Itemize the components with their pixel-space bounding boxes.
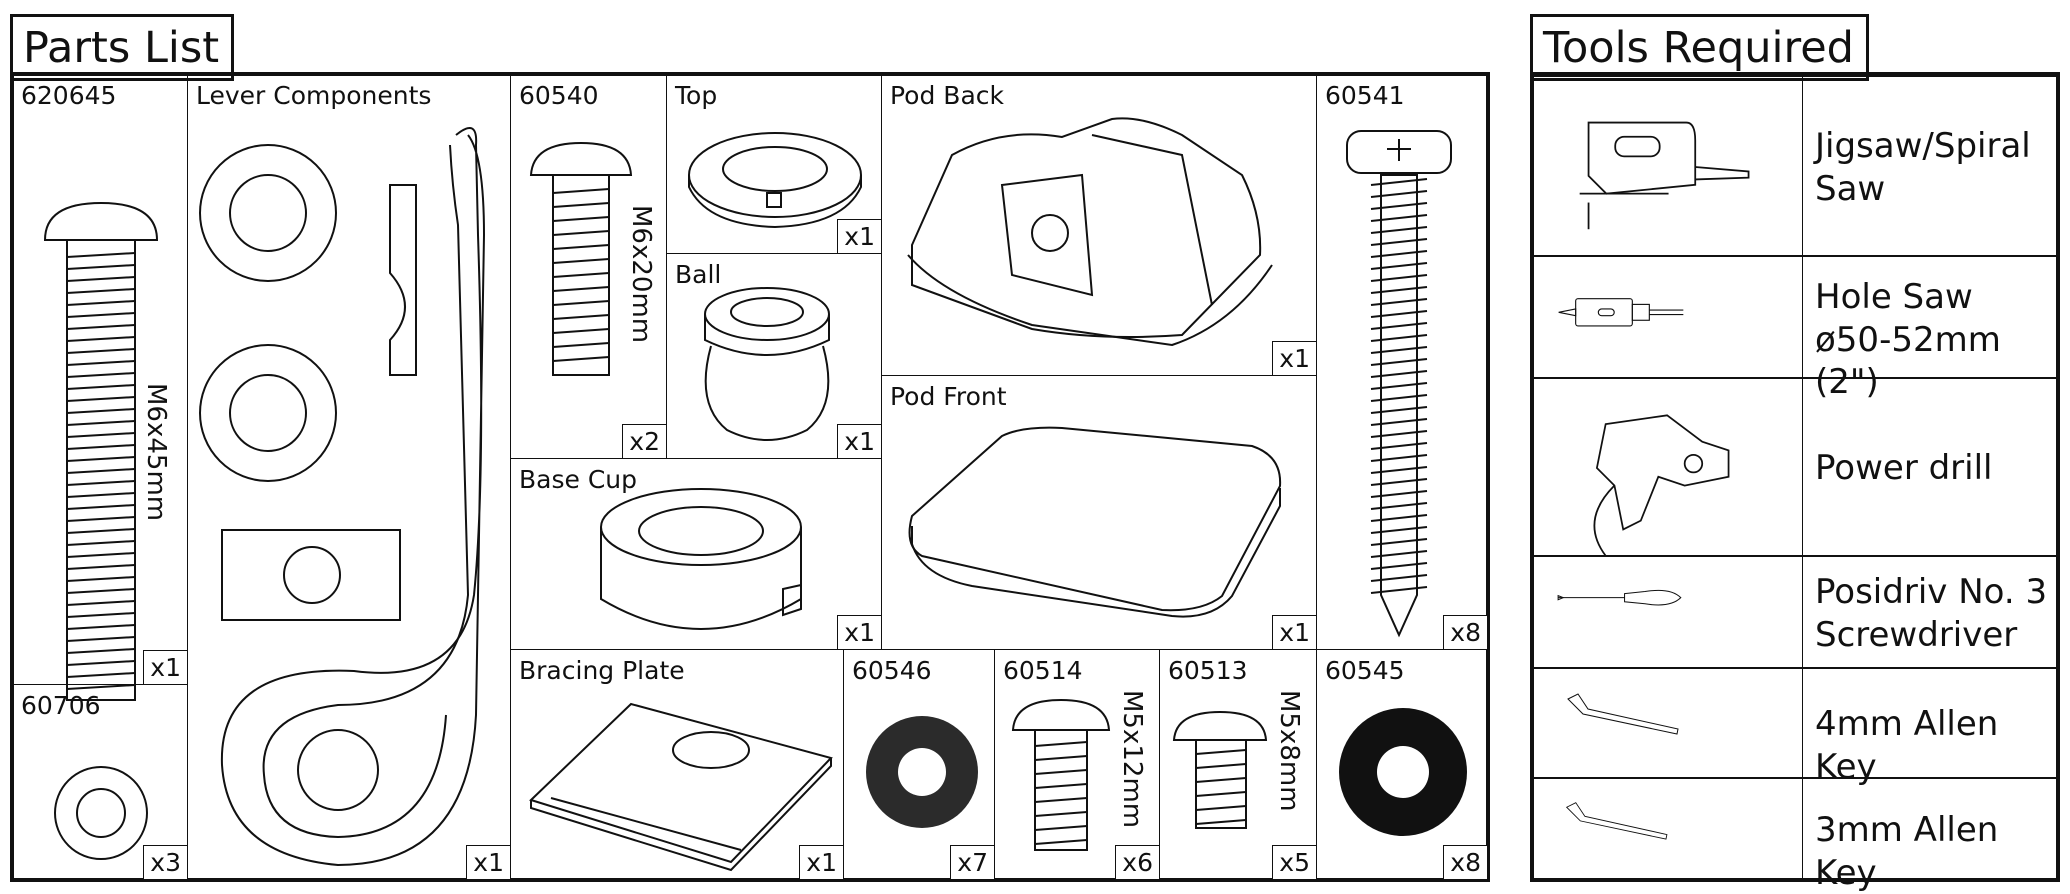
tool-row: Hole Saw ø50-52mm (2") bbox=[1532, 256, 2058, 402]
tool-icon-cell bbox=[1533, 779, 1803, 881]
tool-icon-cell bbox=[1533, 669, 1803, 779]
lever-components-cell: Lever Components x1 bbox=[187, 74, 511, 880]
part-bracing-plate-cell: Bracing Plate x1 bbox=[510, 649, 844, 880]
quantity: x1 bbox=[837, 615, 881, 649]
bolt-m5x12-icon bbox=[1011, 698, 1111, 851]
part-base-cup-cell: Base Cup x1 bbox=[510, 458, 882, 650]
bolt-m6x45-icon bbox=[43, 201, 159, 701]
part-size: M6x45mm bbox=[141, 383, 171, 522]
allen-key-icon bbox=[1565, 802, 1668, 840]
part-60540-cell: 60540 M6x20mm x2 bbox=[510, 74, 667, 459]
part-name: Base Cup bbox=[519, 465, 637, 494]
quantity: x1 bbox=[799, 845, 843, 879]
part-name: Pod Front bbox=[890, 382, 1007, 411]
top-ring-icon bbox=[688, 132, 862, 229]
part-size: M5x12mm bbox=[1117, 690, 1147, 829]
tool-row: 3mm Allen Key bbox=[1532, 778, 2058, 893]
part-60514-cell: 60514 M5x12mm x6 bbox=[994, 649, 1160, 880]
quantity: x1 bbox=[143, 650, 187, 684]
black-washer-large-icon bbox=[1339, 708, 1467, 836]
part-60545-cell: 60545 x8 bbox=[1316, 649, 1488, 880]
part-60706-cell: 60706 x3 bbox=[12, 684, 188, 880]
part-name: Top bbox=[675, 81, 718, 110]
allen-key-icon bbox=[1567, 693, 1679, 735]
quantity: x2 bbox=[622, 424, 666, 458]
pod-front-icon bbox=[908, 426, 1282, 618]
bolt-m5x8-icon bbox=[1172, 710, 1268, 829]
bracing-plate-icon bbox=[529, 702, 833, 872]
jigsaw-icon bbox=[1579, 121, 1750, 230]
tools-required-title: Tools Required bbox=[1530, 14, 1869, 81]
tool-row: Posidriv No. 3 Screwdriver bbox=[1532, 556, 2058, 669]
part-number: 60541 bbox=[1325, 81, 1405, 110]
pod-back-icon bbox=[907, 117, 1273, 347]
tool-icon-cell bbox=[1533, 257, 1803, 379]
black-washer-icon bbox=[866, 716, 978, 828]
tool-row: Jigsaw/Spiral Saw bbox=[1532, 76, 2058, 257]
part-name: Pod Back bbox=[890, 81, 1004, 110]
part-pod-back-cell: Pod Back x1 bbox=[881, 74, 1317, 376]
washer-icon bbox=[54, 766, 148, 860]
tool-icon-cell bbox=[1533, 379, 1803, 557]
quantity: x1 bbox=[1272, 615, 1316, 649]
tool-name: 3mm Allen Key bbox=[1815, 810, 1999, 893]
part-620645-cell: 620645 M6x45mm x1 bbox=[12, 74, 188, 701]
part-number: 60706 bbox=[21, 691, 101, 720]
part-60541-cell: 60541 x8 bbox=[1316, 74, 1488, 650]
part-size: M5x8mm bbox=[1274, 690, 1304, 812]
part-name: Ball bbox=[675, 260, 722, 289]
quantity: x6 bbox=[1115, 845, 1159, 879]
part-60546-cell: 60546 x7 bbox=[843, 649, 995, 880]
quantity: x7 bbox=[950, 845, 994, 879]
part-name: Lever Components bbox=[196, 81, 432, 110]
part-number: 60546 bbox=[852, 656, 932, 685]
part-number: 620645 bbox=[21, 81, 117, 110]
base-cup-icon bbox=[600, 488, 802, 630]
tool-icon-cell bbox=[1533, 77, 1803, 257]
tool-name: Hole Saw ø50-52mm (2") bbox=[1815, 277, 2001, 402]
quantity: x5 bbox=[1272, 845, 1316, 879]
part-number: 60540 bbox=[519, 81, 599, 110]
tool-name: Posidriv No. 3 Screwdriver bbox=[1815, 572, 2048, 655]
part-pod-front-cell: Pod Front x1 bbox=[881, 375, 1317, 650]
bolt-m6x20-icon bbox=[529, 141, 633, 376]
part-top-cell: Top x1 bbox=[666, 74, 882, 254]
parts-list-title: Parts List bbox=[10, 14, 235, 81]
part-number: 60513 bbox=[1168, 656, 1248, 685]
tool-row: Power drill bbox=[1532, 378, 2058, 557]
tool-row: 4mm Allen Key bbox=[1532, 668, 2058, 787]
part-size: M6x20mm bbox=[626, 205, 656, 344]
hole-saw-icon bbox=[1558, 298, 1684, 327]
quantity: x1 bbox=[466, 845, 510, 879]
quantity: x1 bbox=[837, 219, 881, 253]
quantity: x3 bbox=[143, 845, 187, 879]
quantity: x1 bbox=[1272, 341, 1316, 375]
tool-icon-cell bbox=[1533, 557, 1803, 669]
part-number: 60514 bbox=[1003, 656, 1083, 685]
quantity: x1 bbox=[837, 424, 881, 458]
ball-icon bbox=[704, 287, 830, 441]
part-60513-cell: 60513 M5x8mm x5 bbox=[1159, 649, 1317, 880]
quantity: x8 bbox=[1443, 615, 1487, 649]
self-tapping-screw-icon bbox=[1346, 130, 1452, 638]
tool-name: Jigsaw/Spiral Saw bbox=[1815, 126, 2031, 209]
quantity: x8 bbox=[1443, 845, 1487, 879]
screwdriver-icon bbox=[1557, 589, 1682, 606]
tool-name: Power drill bbox=[1815, 448, 1993, 488]
lever-components-icon bbox=[199, 126, 486, 867]
part-ball-cell: Ball x1 bbox=[666, 253, 882, 459]
power-drill-icon bbox=[1593, 414, 1730, 557]
part-name: Bracing Plate bbox=[519, 656, 685, 685]
tool-name: 4mm Allen Key bbox=[1815, 704, 1999, 787]
part-number: 60545 bbox=[1325, 656, 1405, 685]
